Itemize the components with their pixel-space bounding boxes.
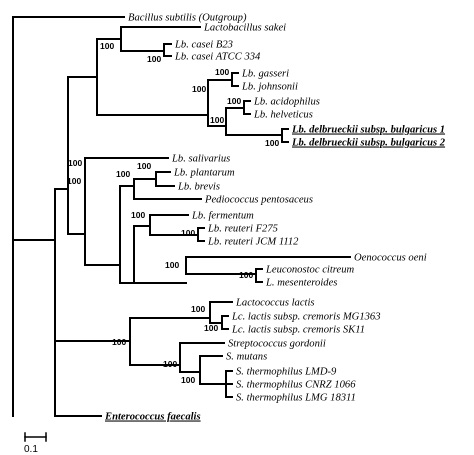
taxon-label: Lb. johnsonii bbox=[241, 82, 298, 93]
bootstrap-value: 100 bbox=[210, 115, 224, 125]
bootstrap-value: 100 bbox=[67, 176, 81, 186]
bootstrap-values: 100 100 100 100 100 100 100 100 100 100 … bbox=[67, 41, 279, 385]
taxon-labels: Bacillus subtilis (Outgroup) Lactobacill… bbox=[104, 13, 446, 423]
taxon-label-highlighted: Lb. delbrueckii subsp. bulgaricus 1 bbox=[291, 125, 445, 136]
bootstrap-value: 100 bbox=[163, 359, 177, 369]
taxon-label: Lb. acidophilus bbox=[253, 97, 320, 108]
taxon-label: S. thermophilus CNRZ 1066 bbox=[236, 380, 356, 391]
taxon-label: Oenococcus oeni bbox=[354, 253, 427, 264]
taxon-label: L. mesenteroides bbox=[265, 278, 337, 289]
taxon-label: Leuconostoc citreum bbox=[265, 265, 355, 276]
taxon-label: Streptococcus gordonii bbox=[228, 339, 326, 350]
bootstrap-value: 100 bbox=[131, 210, 145, 220]
scale-bar-label: 0.1 bbox=[24, 444, 38, 455]
taxon-label: Lb. helveticus bbox=[253, 110, 313, 121]
bootstrap-value: 100 bbox=[181, 228, 195, 238]
bootstrap-value: 100 bbox=[192, 84, 206, 94]
bootstrap-value: 100 bbox=[181, 375, 195, 385]
taxon-label-highlighted: Enterococcus faecalis bbox=[104, 412, 201, 423]
taxon-label: Lb. casei B23 bbox=[174, 40, 233, 51]
taxon-label: Lc. lactis subsp. cremoris SK11 bbox=[231, 325, 365, 336]
bootstrap-value: 100 bbox=[227, 96, 241, 106]
bootstrap-value: 100 bbox=[191, 304, 205, 314]
taxon-label-highlighted: Lb. delbrueckii subsp. bulgaricus 2 bbox=[291, 138, 446, 149]
bootstrap-value: 100 bbox=[100, 41, 114, 51]
bootstrap-value: 100 bbox=[116, 169, 130, 179]
bootstrap-value: 100 bbox=[215, 67, 229, 77]
taxon-label: Lb. gasseri bbox=[241, 69, 289, 80]
taxon-label: Lb. reuteri F275 bbox=[207, 224, 278, 235]
taxon-label: Lb. brevis bbox=[177, 182, 220, 193]
taxon-label: Lb. plantarum bbox=[173, 168, 235, 179]
tree-branches bbox=[12, 16, 351, 417]
bootstrap-value: 100 bbox=[165, 260, 179, 270]
taxon-label: Lactobacillus sakei bbox=[203, 23, 286, 34]
taxon-label: Lb. salivarius bbox=[171, 154, 230, 165]
bootstrap-value: 100 bbox=[204, 323, 218, 333]
taxon-label: Lb. casei ATCC 334 bbox=[174, 52, 261, 63]
bootstrap-value: 100 bbox=[239, 270, 253, 280]
bootstrap-value: 100 bbox=[137, 161, 151, 171]
scale-bar: 0.1 bbox=[24, 432, 47, 455]
taxon-label: Lactococcus lactis bbox=[235, 298, 315, 309]
taxon-label: Bacillus subtilis (Outgroup) bbox=[128, 13, 247, 24]
taxon-label: S. mutans bbox=[226, 352, 267, 363]
bootstrap-value: 100 bbox=[112, 337, 126, 347]
bootstrap-value: 100 bbox=[265, 138, 279, 148]
taxon-label: Pediococcus pentosaceus bbox=[204, 195, 313, 206]
taxon-label: Lb. reuteri JCM 1112 bbox=[207, 237, 299, 248]
bootstrap-value: 100 bbox=[147, 54, 161, 64]
taxon-label: Lc. lactis subsp. cremoris MG1363 bbox=[231, 312, 381, 323]
bootstrap-value: 100 bbox=[68, 158, 82, 168]
taxon-label: S. thermophilus LMD-9 bbox=[236, 367, 337, 378]
taxon-label: S. thermophilus LMG 18311 bbox=[236, 393, 356, 404]
taxon-label: Lb. fermentum bbox=[191, 211, 254, 222]
